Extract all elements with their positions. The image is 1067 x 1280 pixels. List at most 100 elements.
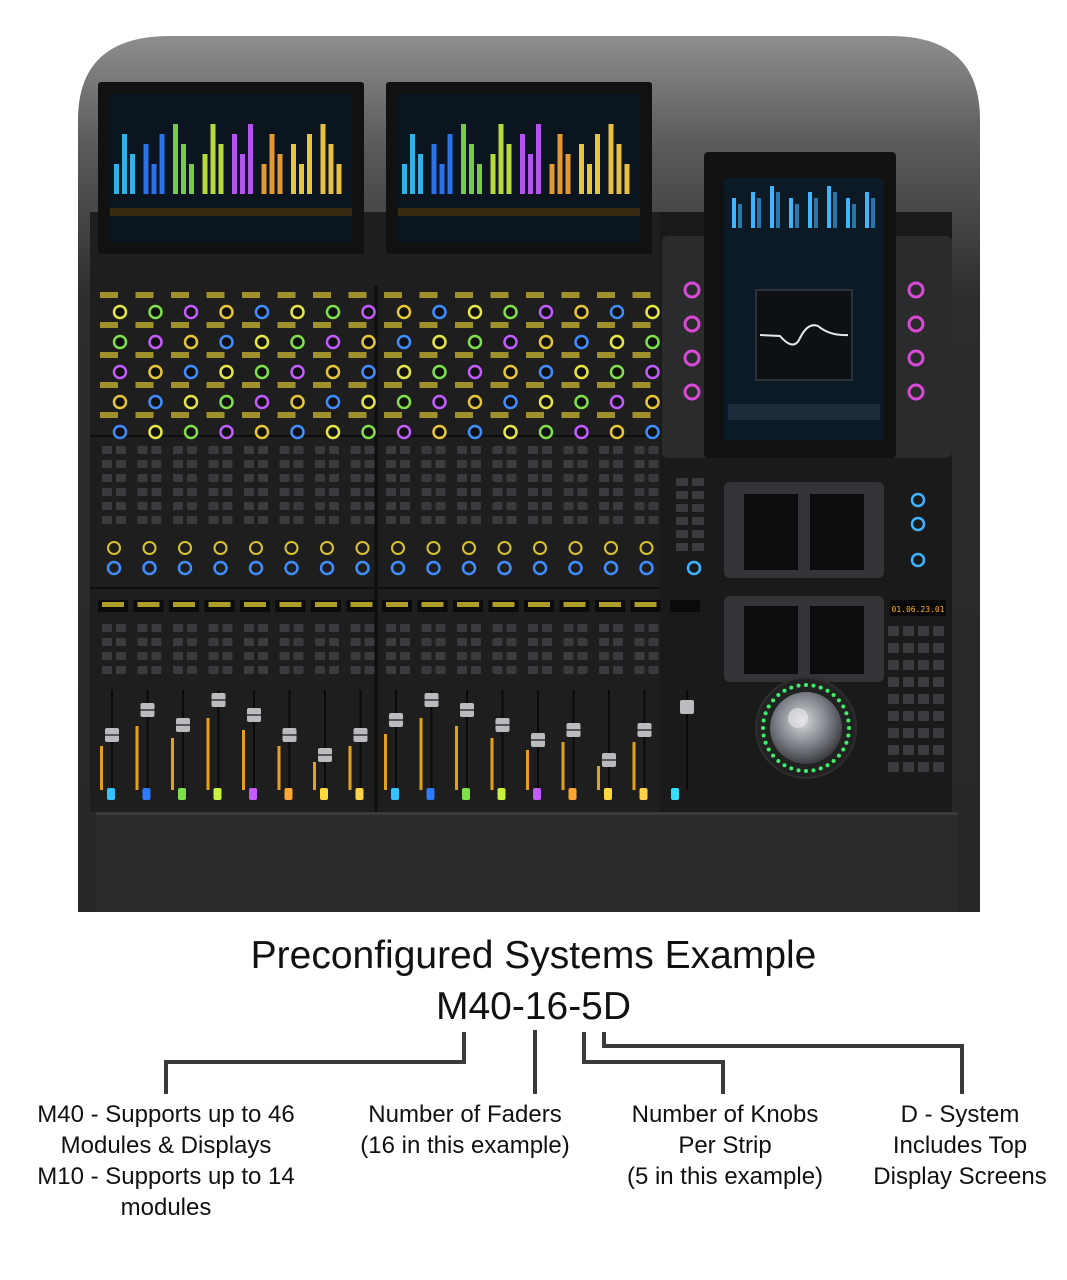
scribble-text: [563, 602, 586, 607]
strip-knob: [112, 394, 128, 410]
strip-knob: [290, 424, 305, 440]
fader-button: [315, 652, 325, 660]
strip-button: [386, 502, 396, 510]
strip-button: [648, 516, 659, 524]
knob-oled: [419, 322, 438, 328]
strip-button: [506, 446, 517, 454]
side-button: [692, 491, 704, 499]
keypad-key: [903, 745, 914, 755]
knob-oled: [171, 322, 189, 328]
fader-button: [542, 652, 552, 660]
strip-knob: [254, 424, 270, 440]
fader-button: [116, 624, 126, 632]
side-button: [692, 517, 704, 525]
fader-button: [350, 638, 361, 646]
strip-button: [648, 502, 659, 510]
scribble-text: [208, 602, 231, 607]
strip-button: [258, 516, 268, 524]
knob-oled: [171, 292, 189, 298]
fader-button: [506, 624, 517, 632]
fader-button: [648, 652, 659, 660]
strip-button: [400, 474, 410, 482]
fader-button: [542, 638, 552, 646]
knob-oled: [632, 292, 651, 298]
level-meter: [206, 718, 210, 790]
strip-button: [457, 474, 467, 482]
jog-led: [804, 683, 808, 687]
side-button: [692, 504, 704, 512]
strip-button: [102, 516, 112, 524]
fader-button: [386, 666, 396, 674]
fader-button: [457, 624, 467, 632]
knob-oled: [455, 292, 473, 298]
strip-knob: [219, 424, 234, 440]
fader-button: [279, 652, 290, 660]
meter-bar: [490, 154, 496, 194]
fader-cap-line: [318, 754, 332, 756]
strip-button: [293, 474, 304, 482]
keypad-key: [903, 643, 914, 653]
fader-button: [599, 624, 609, 632]
strip-button: [563, 488, 574, 496]
strip-button: [506, 502, 517, 510]
strip-button: [421, 460, 432, 468]
fader-button: [293, 624, 304, 632]
fader-button: [386, 652, 396, 660]
fader-button: [528, 624, 538, 632]
fader-button: [151, 652, 162, 660]
strip-button: [137, 460, 148, 468]
jog-led: [789, 685, 794, 690]
meter-bar: [528, 154, 533, 194]
knob-oled: [526, 382, 544, 388]
strip-knob: [574, 424, 589, 440]
strip-button: [435, 502, 446, 510]
keypad-key: [903, 728, 914, 738]
meter-bar: [549, 164, 555, 194]
fader-button: [173, 638, 183, 646]
strip-button: [577, 460, 588, 468]
pan-knob: [142, 560, 157, 576]
touch-meter-bar: [814, 198, 818, 228]
fader-button: [528, 652, 538, 660]
strip-button: [492, 516, 503, 524]
keypad-key: [933, 643, 944, 653]
strip-button: [350, 460, 361, 468]
fader-button: [386, 638, 396, 646]
touch-knob: [683, 349, 701, 367]
touch-meter-bar: [865, 192, 869, 228]
strip-button: [208, 460, 219, 468]
knob-oled: [632, 412, 651, 418]
knob-oled: [100, 382, 118, 388]
fader-button: [471, 652, 481, 660]
numeric-keypad: [888, 626, 944, 772]
knob-oled: [632, 352, 651, 358]
strip-button: [279, 474, 290, 482]
keypad-key: [888, 694, 899, 704]
touch-knob: [683, 281, 701, 299]
knob-oled: [561, 352, 580, 358]
strip-button: [244, 502, 254, 510]
strip-button: [137, 502, 148, 510]
touch-meter-bar: [852, 204, 856, 228]
meter-bar: [114, 164, 119, 194]
fader-track: [182, 690, 184, 790]
level-meter: [313, 762, 316, 790]
touch-knob: [907, 281, 925, 299]
strip-button: [293, 488, 304, 496]
knob-oled: [597, 322, 615, 328]
strip-knob: [219, 304, 234, 320]
strip-knob: [290, 364, 305, 380]
strip-button: [102, 488, 112, 496]
fader-button: [471, 624, 481, 632]
meter-bar: [431, 144, 437, 194]
fader-button: [244, 652, 254, 660]
fader-button: [315, 624, 325, 632]
pan-knob: [177, 560, 193, 576]
strip-knob: [148, 394, 163, 410]
side-knob: [686, 560, 702, 576]
strip-button: [400, 502, 410, 510]
strip-button: [542, 460, 552, 468]
strip-knob: [396, 304, 412, 320]
side-button: [692, 530, 704, 538]
jog-led: [811, 768, 816, 773]
